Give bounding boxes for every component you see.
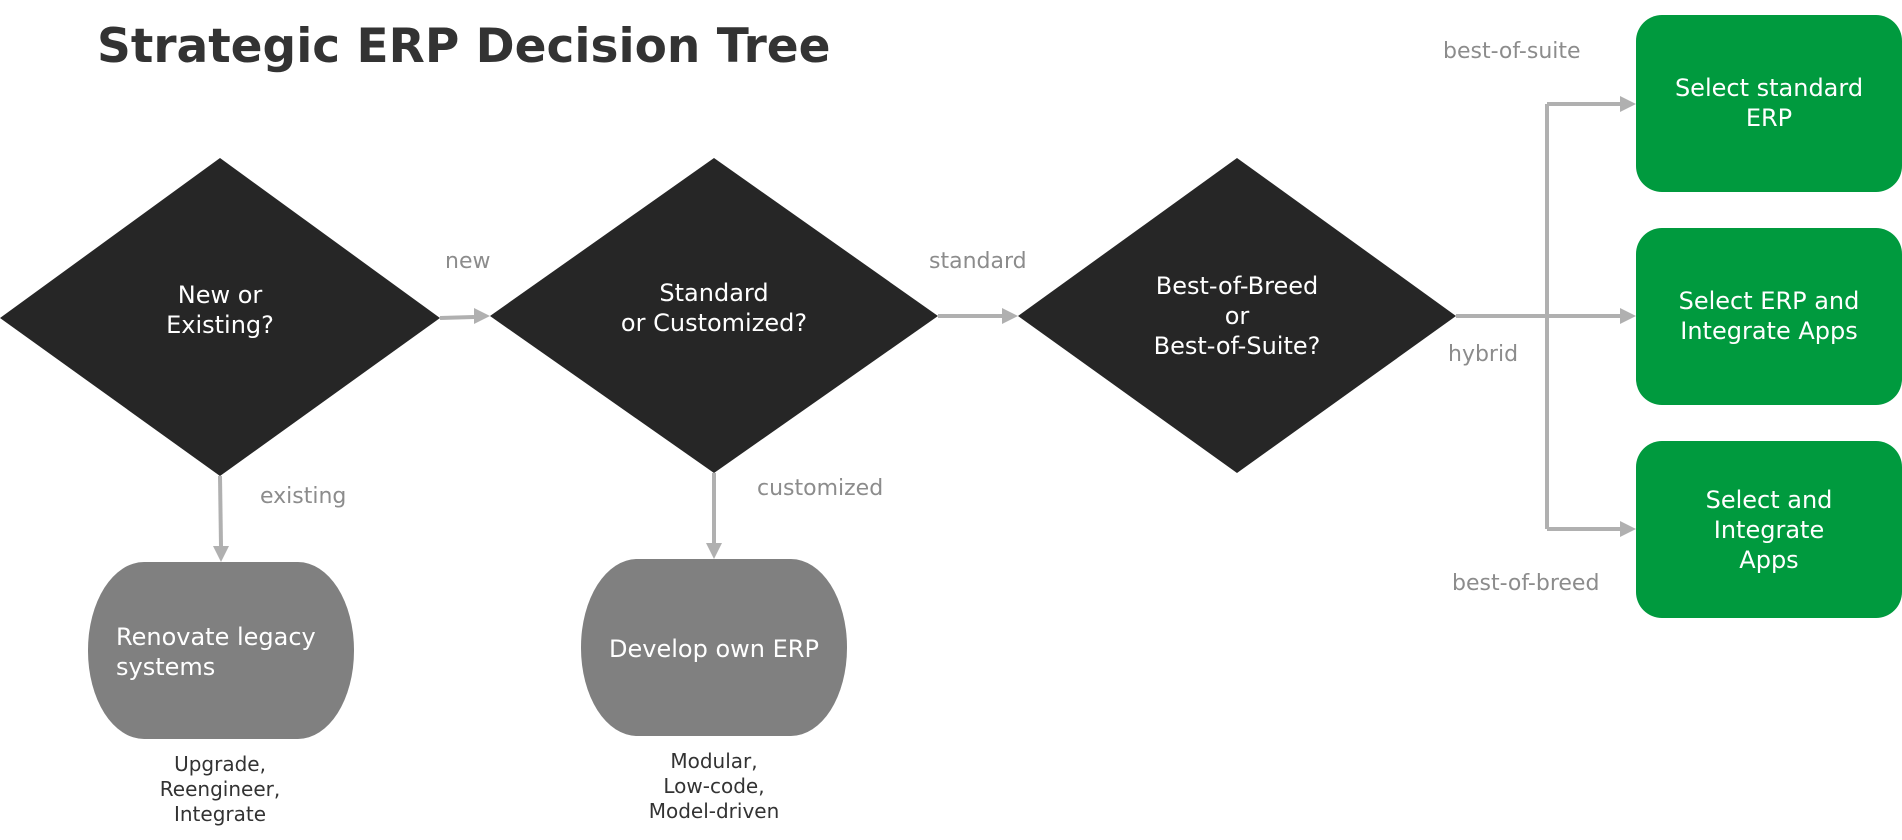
edge-best-of-suite-arrowhead	[1620, 96, 1636, 112]
note-line-2: Reengineer,	[160, 777, 280, 801]
decision-label-line-2: Existing?	[166, 311, 274, 339]
outcome-label-line-3: Apps	[1739, 546, 1798, 574]
decision-label-line-2: or Customized?	[621, 309, 807, 337]
decision-label-line-1: Best-of-Breed	[1156, 272, 1318, 300]
note-line-2: Low-code,	[663, 774, 764, 798]
edge-labels: new existing standard customized best-of…	[260, 39, 1599, 596]
edge-new	[439, 315, 475, 320]
outcome-select-erp-and-integrate-apps: Select ERP and Integrate Apps	[1636, 228, 1902, 405]
edge-label-new: new	[445, 249, 490, 274]
edge-label-best-of-breed: best-of-breed	[1452, 571, 1599, 596]
edge-label-hybrid: hybrid	[1448, 342, 1518, 367]
process-renovate-legacy: Renovate legacy systems	[88, 562, 354, 739]
decision-label-line-1: Standard	[659, 279, 768, 307]
edge-label-standard: standard	[929, 249, 1027, 274]
outcome-label-line-2: Integrate	[1714, 516, 1824, 544]
edge-hybrid-arrowhead	[1620, 308, 1636, 324]
edge-label-customized: customized	[757, 476, 883, 501]
decision-label-line-3: Best-of-Suite?	[1154, 332, 1321, 360]
outcome-shape	[1636, 15, 1902, 192]
decision-label-line-1: New or	[178, 281, 263, 309]
decision-standard-or-customized: Standard or Customized?	[490, 158, 938, 473]
outcome-label-line-1: Select ERP and	[1679, 287, 1860, 315]
outcome-shape	[1636, 228, 1902, 405]
decision-diamond	[1018, 158, 1456, 473]
process-shape	[581, 559, 847, 736]
edges	[213, 96, 1636, 562]
note-line-3: Model-driven	[649, 799, 780, 823]
edge-existing-arrowhead	[213, 546, 229, 562]
edge-customized-arrowhead	[706, 543, 722, 559]
edge-standard-arrowhead	[1002, 308, 1018, 324]
process-shape	[88, 562, 354, 739]
process-develop-own-erp: Develop own ERP	[581, 559, 847, 736]
decision-best-of-breed-or-suite: Best-of-Breed or Best-of-Suite?	[1018, 158, 1456, 473]
note-line-1: Modular,	[670, 749, 757, 773]
edge-new-arrowhead	[474, 308, 490, 324]
edge-label-existing: existing	[260, 484, 346, 509]
outcome-select-and-integrate-apps: Select and Integrate Apps	[1636, 441, 1902, 618]
outcome-label-line-2: ERP	[1746, 104, 1792, 132]
note-renovate: Upgrade, Reengineer, Integrate	[160, 752, 280, 826]
decision-new-or-existing: New or Existing?	[0, 158, 440, 476]
outcome-label-line-1: Select standard	[1675, 74, 1863, 102]
note-line-1: Upgrade,	[174, 752, 266, 776]
edge-best-of-breed-arrowhead	[1620, 521, 1636, 537]
decision-diamond	[0, 158, 440, 476]
process-label-line-2: systems	[116, 653, 215, 681]
diagram-title: Strategic ERP Decision Tree	[97, 19, 831, 74]
decision-diamond	[490, 158, 938, 473]
outcome-select-standard-erp: Select standard ERP	[1636, 15, 1902, 192]
process-label-line-1: Develop own ERP	[609, 635, 819, 663]
process-label-line-1: Renovate legacy	[116, 623, 316, 651]
decision-label-line-2: or	[1225, 302, 1250, 330]
outcome-shape	[1636, 441, 1902, 618]
note-develop: Modular, Low-code, Model-driven	[649, 749, 780, 823]
edge-label-best-of-suite: best-of-suite	[1443, 39, 1581, 64]
outcome-label-line-2: Integrate Apps	[1680, 317, 1857, 345]
outcome-label-line-1: Select and	[1706, 486, 1833, 514]
edge-existing	[218, 475, 223, 547]
note-line-3: Integrate	[174, 802, 266, 826]
